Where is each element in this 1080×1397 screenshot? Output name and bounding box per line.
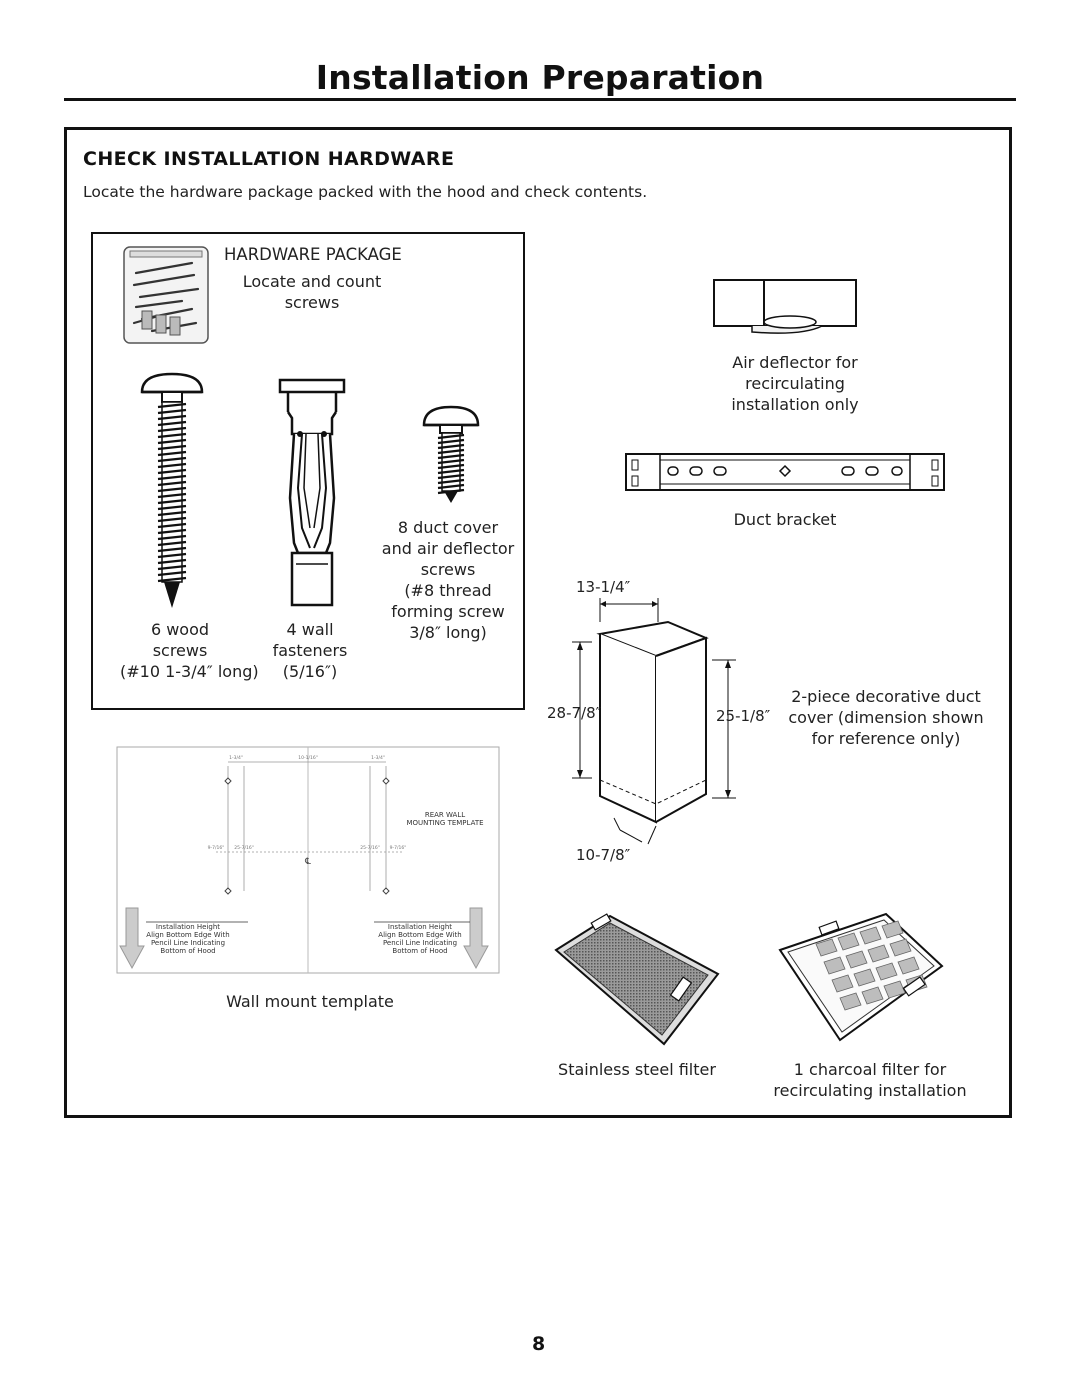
hardware-package-title: HARDWARE PACKAGE bbox=[224, 245, 402, 264]
svg-text:1-3/4": 1-3/4" bbox=[229, 755, 243, 761]
wall-fasteners-label: 4 wall fasteners (5/16″) bbox=[272, 620, 348, 681]
title-divider bbox=[64, 98, 1016, 101]
duct-bracket-label: Duct bracket bbox=[733, 510, 837, 529]
svg-text:25-7/16": 25-7/16" bbox=[234, 845, 254, 851]
duct-cover-icon bbox=[572, 598, 736, 845]
wall-template-icon: ℄ 1-3/4" 10-1/16" 1-3/4" 9-7/16" 25-7/16… bbox=[116, 746, 500, 974]
svg-text:℄: ℄ bbox=[304, 857, 311, 867]
wall-fastener-icon bbox=[278, 378, 346, 607]
duct-cover-dim-bottom: 10-7/8″ bbox=[576, 846, 631, 864]
rear-wall-template-label: REAR WALL MOUNTING TEMPLATE bbox=[406, 811, 484, 827]
hardware-package-box bbox=[91, 232, 525, 710]
stainless-filter-label: Stainless steel filter bbox=[558, 1060, 716, 1079]
wood-screws-label: 6 wood screws (#10 1-3/4″ long) bbox=[120, 620, 259, 681]
hardware-bag-icon bbox=[123, 246, 209, 344]
duct-cover-dim-left: 28-7/8″ bbox=[547, 704, 602, 722]
charcoal-filter-label: 1 charcoal filter for recirculating inst… bbox=[773, 1060, 967, 1100]
charcoal-filter-icon bbox=[778, 912, 944, 1042]
hardware-package-subtitle: Locate and count screws bbox=[242, 272, 382, 312]
air-deflector-icon bbox=[713, 279, 857, 334]
stainless-filter-icon bbox=[554, 913, 720, 1046]
svg-text:25-7/16": 25-7/16" bbox=[360, 845, 380, 851]
template-note-left: Installation Height Align Bottom Edge Wi… bbox=[146, 923, 230, 955]
template-note-right: Installation Height Align Bottom Edge Wi… bbox=[378, 923, 462, 955]
svg-text:10-1/16": 10-1/16" bbox=[298, 755, 318, 761]
duct-screws-label: 8 duct cover and air deflector screws (#… bbox=[381, 518, 515, 642]
page-number: 8 bbox=[532, 1333, 546, 1355]
svg-text:9-7/16": 9-7/16" bbox=[390, 845, 407, 851]
duct-cover-label: 2-piece decorative duct cover (dimension… bbox=[788, 687, 984, 748]
svg-text:9-7/16": 9-7/16" bbox=[208, 845, 225, 851]
duct-cover-dim-top: 13-1/4″ bbox=[576, 578, 631, 596]
duct-bracket-icon bbox=[625, 453, 945, 491]
duct-screw-icon bbox=[422, 405, 480, 503]
section-intro: Locate the hardware package packed with … bbox=[83, 183, 648, 201]
section-heading: CHECK INSTALLATION HARDWARE bbox=[83, 148, 455, 170]
page-title: Installation Preparation bbox=[315, 58, 765, 97]
wall-template-label: Wall mount template bbox=[226, 992, 394, 1011]
wood-screw-icon bbox=[140, 372, 204, 608]
air-deflector-label: Air deflector for recirculating installa… bbox=[731, 353, 859, 414]
hardware-section-frame bbox=[64, 127, 1012, 1118]
duct-cover-dim-right: 25-1/8″ bbox=[716, 707, 771, 725]
svg-text:1-3/4": 1-3/4" bbox=[371, 755, 385, 761]
